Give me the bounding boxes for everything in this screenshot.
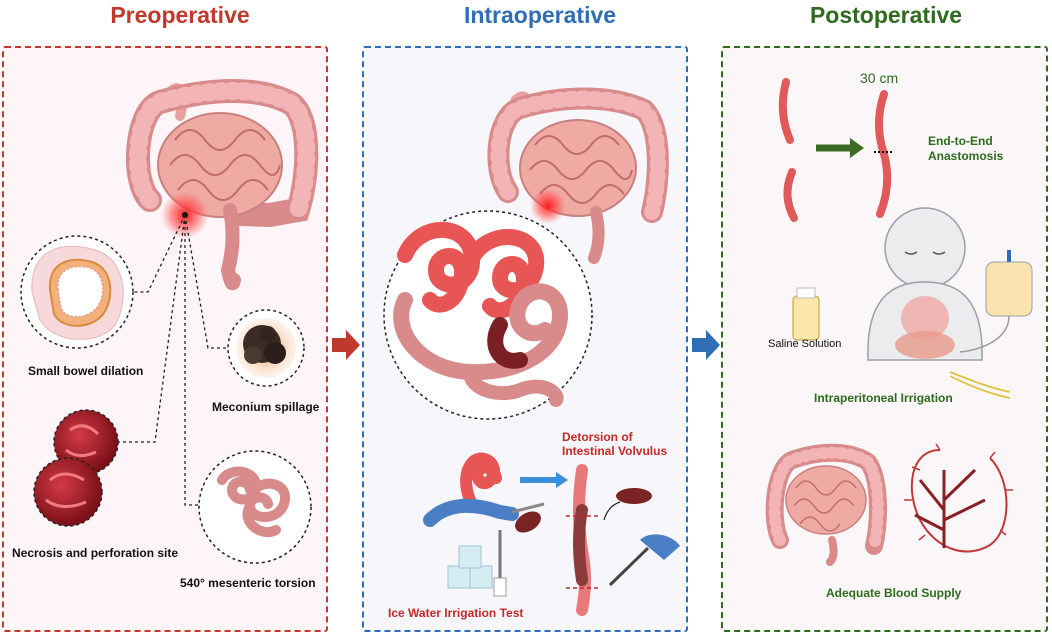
blood-vessel-illustration xyxy=(904,443,1013,553)
torsion-illustration xyxy=(198,450,312,564)
label-intraperitoneal-irrigation: Intraperitoneal Irrigation xyxy=(814,391,953,405)
heading-intraoperative: Intraoperative xyxy=(463,2,617,28)
small-bowel-dilation-illustration xyxy=(20,235,134,349)
detorsion-illustration xyxy=(423,452,680,616)
intestine-illustration-intra xyxy=(487,87,669,264)
label-saline-solution: Saline Solution xyxy=(768,338,842,350)
heading-preoperative: Preoperative xyxy=(110,2,250,28)
heading-postoperative: Postoperative xyxy=(809,2,963,28)
label-blood-supply: Adequate Blood Supply xyxy=(826,586,962,600)
infant-illustration xyxy=(792,207,1033,399)
label-meconium-spillage: Meconium spillage xyxy=(212,400,320,414)
arrow-pre-to-intra xyxy=(332,330,360,360)
label-ice-water-test: Ice Water Irrigation Test xyxy=(388,606,524,620)
label-mesenteric-torsion: 540° mesenteric torsion xyxy=(180,576,316,590)
volvulus-magnified-illustration xyxy=(383,210,593,420)
anastomosis-illustration xyxy=(778,78,894,222)
label-necrosis: Necrosis and perforation site xyxy=(12,546,179,560)
label-length: 30 cm xyxy=(860,70,899,86)
necrosis-illustration xyxy=(33,409,119,527)
label-detorsion: Detorsion of Intestinal Volvulus xyxy=(562,430,668,458)
intestine-illustration-pre xyxy=(125,79,319,291)
label-anastomosis: End-to-End Anastomosis xyxy=(928,134,1004,163)
intestine-illustration-post xyxy=(765,443,887,566)
meconium-spillage-illustration xyxy=(227,309,305,387)
arrow-intra-to-post xyxy=(692,330,720,360)
label-small-bowel-dilation: Small bowel dilation xyxy=(28,364,144,378)
connector-lines xyxy=(118,214,228,506)
